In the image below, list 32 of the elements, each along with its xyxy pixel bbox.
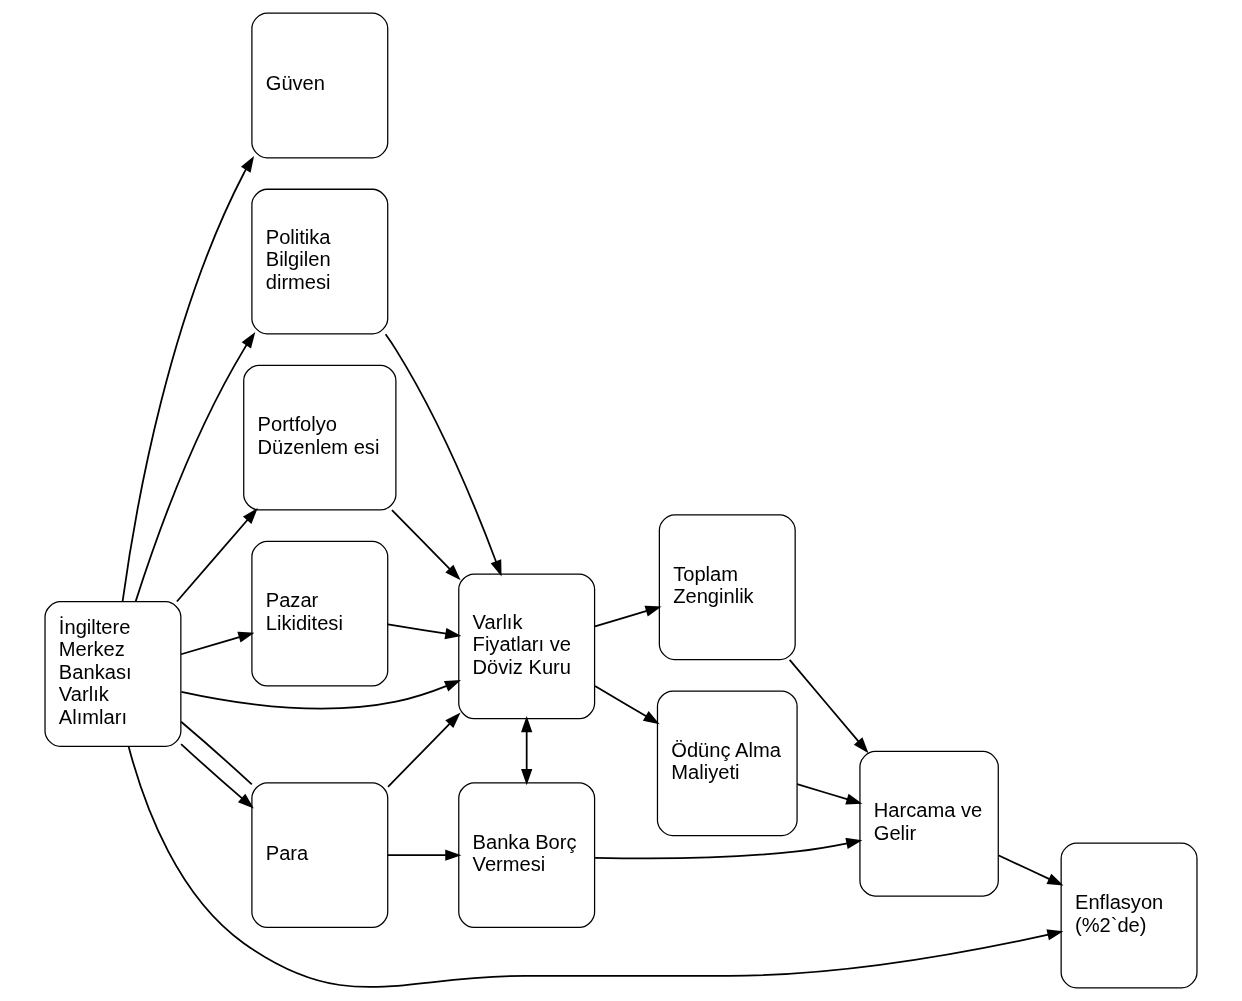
arrow [384, 333, 502, 577]
arrow [387, 623, 462, 640]
node-box: Para [251, 782, 389, 929]
arrow [127, 745, 1064, 988]
node-box: Portfolyo Düzenlem esi [243, 364, 397, 511]
node-box: Varlık Fiyatları ve Döviz Kuru [458, 573, 596, 720]
arrow [997, 854, 1064, 886]
arrow [796, 783, 863, 805]
node-box: Enflasyon (%2`de) [1060, 842, 1198, 989]
arrow [594, 837, 863, 860]
arrow [180, 680, 461, 710]
node-box: Ödünç Alma Maliyeti [656, 690, 798, 837]
arrow [180, 743, 254, 809]
arrow [788, 658, 869, 754]
arrow [176, 508, 258, 603]
node-box: Pazar Likiditesi [251, 540, 389, 687]
arrow [521, 716, 533, 786]
arrow [387, 712, 461, 788]
arrow [594, 685, 660, 725]
arrow [180, 631, 255, 656]
node-box: Harcama ve Gelir [859, 750, 999, 897]
arrow [594, 605, 662, 628]
node-box: Güven [251, 12, 389, 159]
node-box: Toplam Zenginlik [658, 514, 796, 661]
arrow [134, 332, 256, 603]
arrow [391, 509, 461, 581]
arrow [387, 849, 462, 861]
connector [180, 720, 253, 786]
arrow [121, 155, 255, 603]
node-box: İngiltere Merkez Bankası Varlık Alımları [44, 601, 182, 747]
node-box: Banka Borç Vermesi [458, 782, 596, 929]
node-box: Politika Bilgilen dirmesi [251, 188, 389, 335]
